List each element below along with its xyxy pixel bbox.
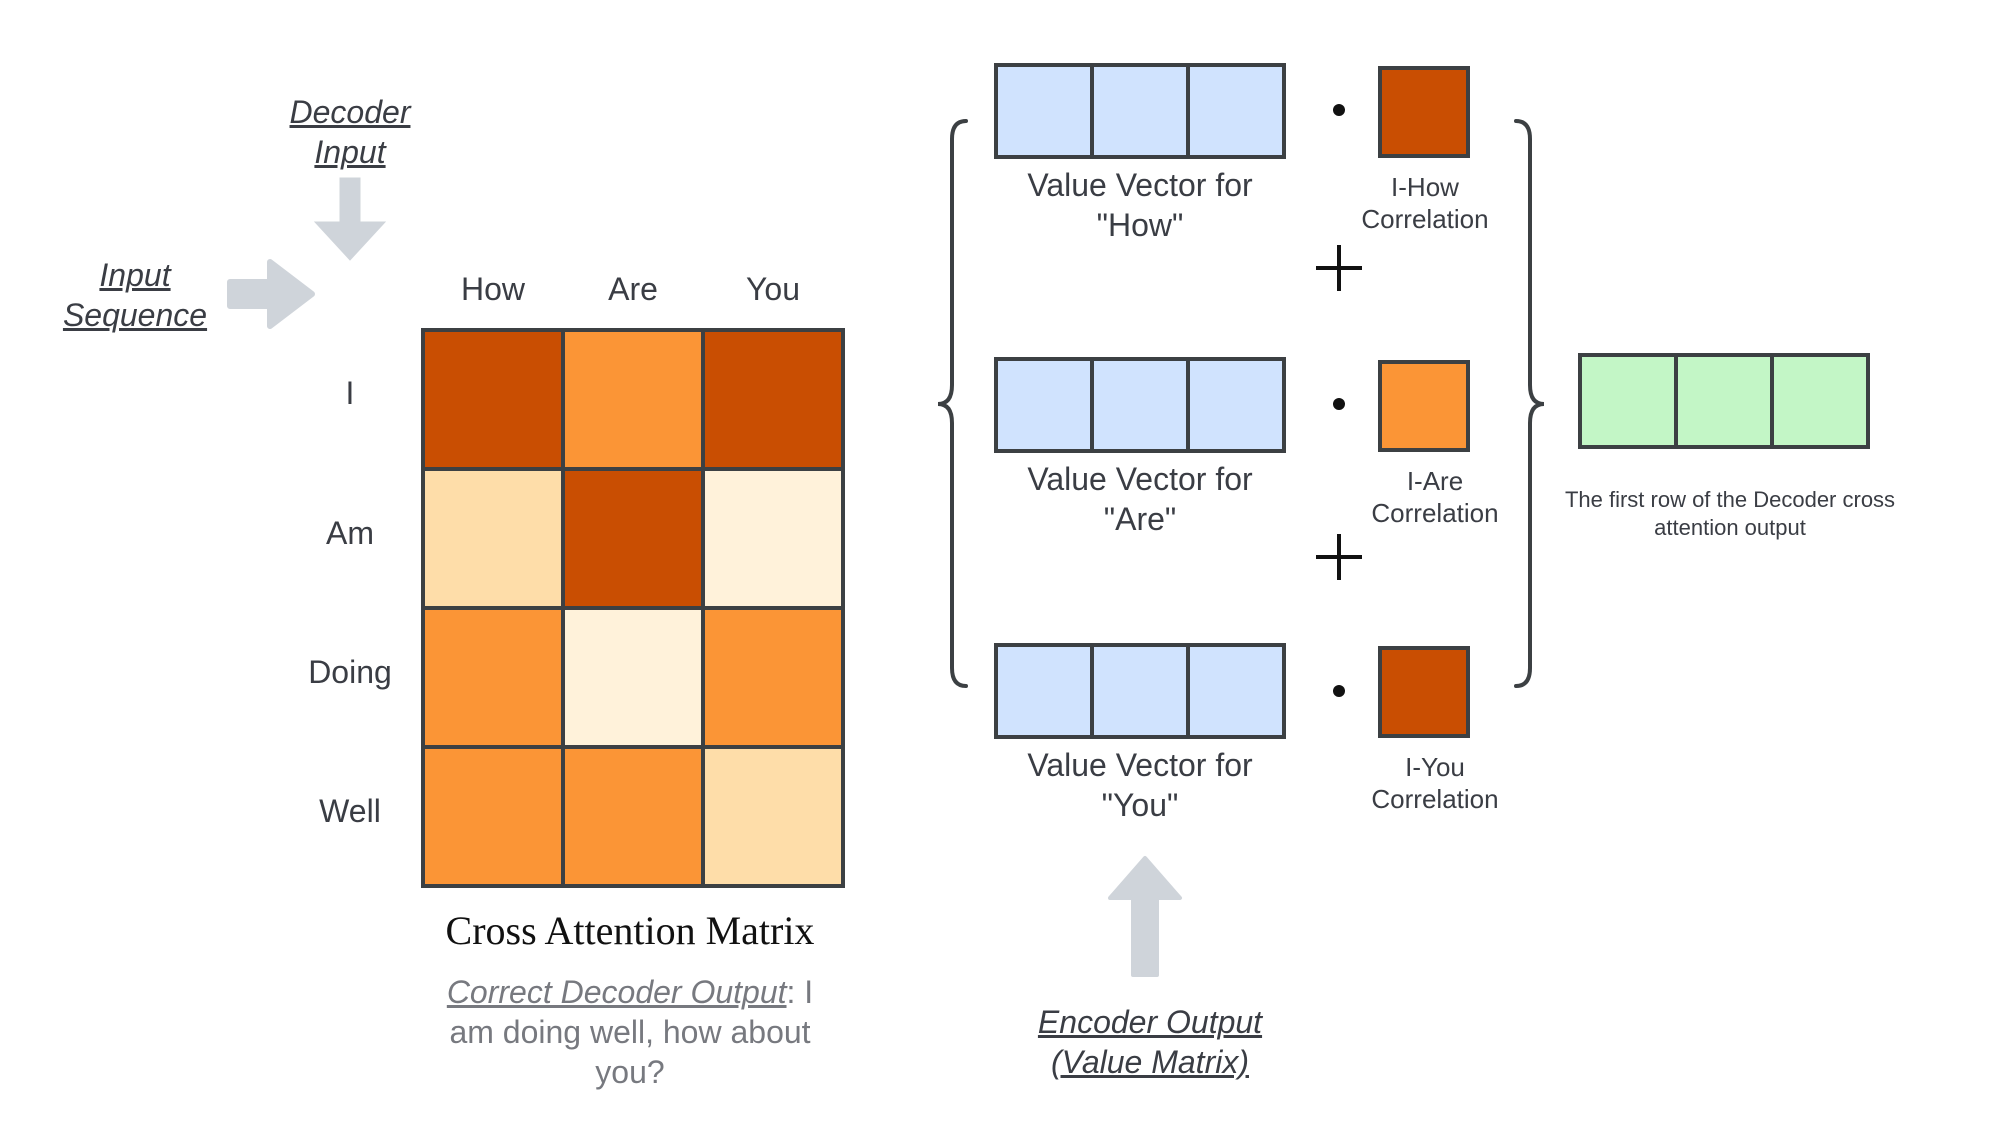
correlation-are-label: I-Are Correlation: [1350, 465, 1520, 529]
encoder-output-arrow: [1108, 856, 1182, 977]
value-vector-are-label: Value Vector for "Are": [990, 459, 1290, 539]
matrix-row-header: I: [345, 375, 355, 411]
matrix-cell: [421, 606, 565, 749]
correlation-label-line2: Correlation: [1361, 204, 1489, 234]
correlation-square: [1378, 360, 1470, 452]
value-vector-cell: [994, 643, 1094, 739]
value-vector-label-line1: Value Vector for: [1027, 167, 1253, 203]
correlation-square: [1378, 66, 1470, 158]
input-sequence-arrow: [227, 259, 315, 329]
correlation-label-line1: I-How: [1391, 172, 1459, 202]
correct-output-line3: you?: [595, 1054, 665, 1090]
dot-operator: [1333, 104, 1345, 116]
matrix-cell: [421, 328, 565, 471]
attention-matrix: [421, 328, 845, 888]
encoder-output-label: Encoder Output (Value Matrix): [1000, 1002, 1300, 1082]
decoder-input-line2: Input: [314, 134, 386, 170]
right-curly-brace: [1514, 119, 1545, 688]
value-vector-cell: [1090, 63, 1190, 159]
input-sequence-label: Input Sequence: [35, 255, 235, 335]
matrix-cell: [701, 467, 845, 610]
encoder-output-line1: Encoder Output: [1037, 1004, 1263, 1040]
matrix-row-header: Doing: [308, 654, 392, 690]
correlation-you-label: I-You Correlation: [1350, 751, 1520, 815]
value-vector-cell: [994, 63, 1094, 159]
value-vector-you-label: Value Vector for "You": [990, 745, 1290, 825]
plus-operator: [1316, 534, 1362, 580]
correlation-label-line2: Correlation: [1371, 498, 1499, 528]
correlation-label-line2: Correlation: [1371, 784, 1499, 814]
value-vector-cell: [1186, 357, 1286, 453]
matrix-cell: [561, 606, 705, 749]
decoder-input-line1: Decoder: [289, 94, 411, 130]
matrix-column-header: Are: [608, 271, 658, 307]
matrix-cell: [701, 328, 845, 471]
correlation-how-label: I-How Correlation: [1340, 171, 1510, 235]
matrix-column-header: You: [746, 271, 800, 307]
matrix-cell: [421, 745, 565, 888]
correct-output-line2: am doing well, how about: [449, 1014, 811, 1050]
value-vectors: [994, 63, 1470, 739]
dot-operator: [1333, 398, 1345, 410]
matrix-cell: [561, 328, 705, 471]
correct-output-label: Correct Decoder Output: [446, 974, 787, 1010]
correlation-square: [1378, 646, 1470, 738]
input-sequence-line2: Sequence: [62, 297, 208, 333]
left-curly-brace: [937, 119, 968, 688]
value-vector-cell: [1186, 63, 1286, 159]
value-vector-label-line1: Value Vector for: [1027, 461, 1253, 497]
matrix-cell: [561, 467, 705, 610]
value-vector-label-line2: "How": [1096, 207, 1184, 243]
result-label: The first row of the Decoder cross atten…: [1530, 486, 1930, 542]
decoder-input-label: Decoder Input: [250, 92, 450, 172]
value-vector-how-label: Value Vector for "How": [990, 165, 1290, 245]
value-vector-cell: [1090, 643, 1190, 739]
result-vector-cell: [1770, 353, 1870, 449]
correct-output-line1-rest: : I: [786, 974, 814, 1010]
result-label-line1: The first row of the Decoder cross: [1564, 487, 1896, 512]
encoder-output-line2: (Value Matrix): [1051, 1044, 1249, 1080]
matrix-row-header: Am: [326, 515, 374, 551]
value-vector-label-line2: "Are": [1103, 501, 1177, 537]
plus-operator: [1316, 245, 1362, 291]
result-label-line2: attention output: [1654, 515, 1806, 540]
value-vector-label-line2: "You": [1101, 787, 1179, 823]
matrix-title: Cross Attention Matrix: [445, 908, 815, 953]
result-vector-cell: [1674, 353, 1774, 449]
matrix-cell: [701, 745, 845, 888]
matrix-cell: [561, 745, 705, 888]
matrix-cell: [421, 467, 565, 610]
value-vector-cell: [1090, 357, 1190, 453]
value-vector-label-line1: Value Vector for: [1027, 747, 1253, 783]
correlation-label-line1: I-You: [1405, 752, 1465, 782]
dot-operator: [1333, 685, 1345, 697]
matrix-column-header: How: [460, 271, 525, 307]
matrix-row-header: Well: [319, 793, 381, 829]
correlation-label-line1: I-Are: [1406, 466, 1464, 496]
value-vector-cell: [994, 357, 1094, 453]
correct-decoder-output: Correct Decoder Output: I am doing well,…: [390, 972, 870, 1092]
result-vector: [1578, 353, 1870, 449]
input-sequence-line1: Input: [99, 257, 171, 293]
matrix-cell: [701, 606, 845, 749]
correct-output-line1: Correct Decoder Output: I: [390, 972, 870, 1012]
value-vector-cell: [1186, 643, 1286, 739]
result-vector-cell: [1578, 353, 1678, 449]
decoder-input-arrow: [313, 177, 387, 261]
